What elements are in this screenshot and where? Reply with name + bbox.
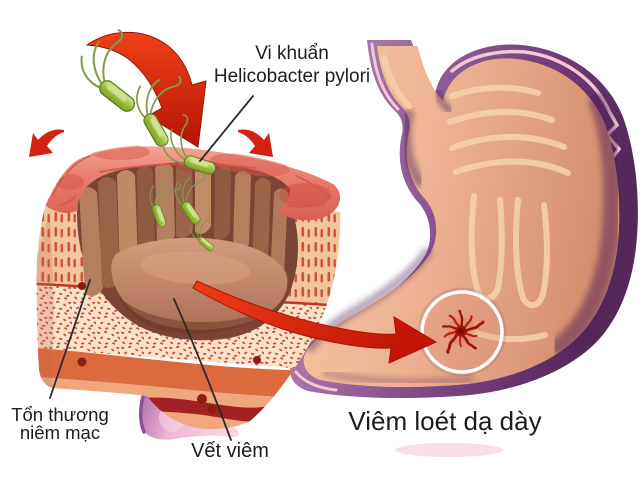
callout-pointer-lines bbox=[49, 95, 254, 441]
ulcer-spot-icon bbox=[441, 309, 485, 354]
callout-bacteria: Vi khuẩn Helicobacter pylori bbox=[200, 42, 384, 88]
left-face-shade bbox=[37, 210, 54, 388]
stomach-illustration bbox=[290, 40, 638, 399]
title-shadow-smudge bbox=[395, 443, 503, 457]
illustration-title: Viêm loét dạ dày bbox=[348, 406, 542, 436]
crater-floor-shadow bbox=[118, 296, 268, 335]
mucosa-cross-section-block bbox=[36, 145, 341, 430]
orange-spot bbox=[49, 162, 67, 178]
deep-red-band bbox=[138, 397, 276, 422]
callout-bacteria-line2: Helicobacter pylori bbox=[213, 66, 371, 87]
curved-arrow-right-icon bbox=[238, 129, 273, 157]
callout-mucosa-line1: Tổn thương bbox=[11, 404, 109, 425]
stomach-lining-line-esophagus bbox=[370, 42, 400, 111]
pointer-line-bacteria bbox=[199, 95, 254, 162]
inflammation-dots bbox=[77, 282, 261, 414]
callout-mucosa-damage: Tổn thương niêm mạc bbox=[4, 404, 116, 443]
callout-inflammation: Vết viêm bbox=[191, 440, 269, 462]
pointer-line-mucosa bbox=[49, 279, 91, 399]
muscular-layer-orange bbox=[36, 348, 341, 400]
swoosh-arrow-icon bbox=[85, 31, 207, 148]
callout-mucosa-line2: niêm mạc bbox=[19, 422, 101, 443]
curved-arrow-left-icon bbox=[29, 129, 64, 157]
crater-villi bbox=[79, 162, 288, 296]
transfer-arrow-icon bbox=[192, 280, 438, 364]
callout-bacteria-line1: Vi khuẩn bbox=[255, 43, 329, 64]
stomach-rugae-folds bbox=[381, 55, 571, 343]
pointer-line-inflammation bbox=[173, 298, 232, 441]
ulcer-crater bbox=[76, 160, 299, 341]
stomach-lining-line-antrum bbox=[294, 370, 338, 392]
